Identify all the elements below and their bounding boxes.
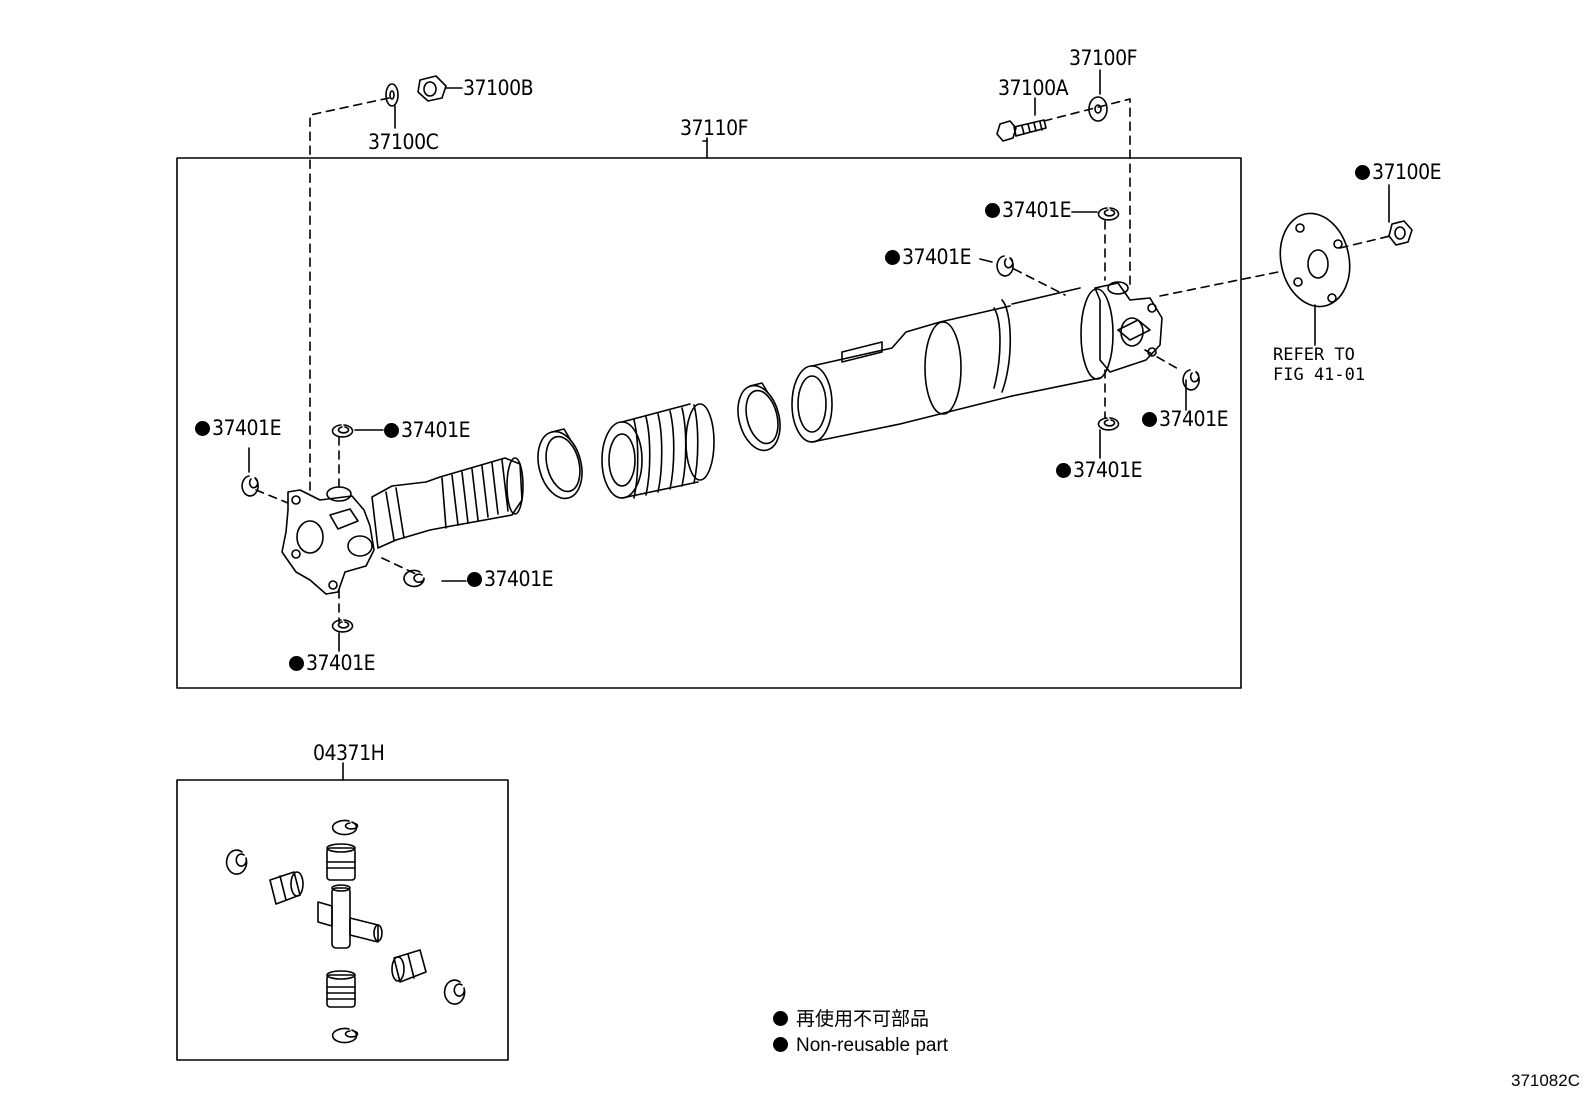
snap-ring xyxy=(1182,369,1200,391)
washer-37100C xyxy=(385,83,399,107)
legend-non-reusable-en: Non-reusable part xyxy=(773,1036,948,1055)
bearing-cup-left xyxy=(269,871,304,905)
boot-clamp-1 xyxy=(537,428,583,500)
leader-lines xyxy=(248,69,1390,781)
label-37110F: 37110F xyxy=(680,116,748,140)
label-37401E-front-right: 37401E xyxy=(467,569,554,590)
label-37100B: 37100B xyxy=(463,76,534,100)
snap-ring xyxy=(1097,417,1120,431)
label-37100E: 37100E xyxy=(1355,162,1442,183)
bearing-cup-bottom xyxy=(326,970,356,1008)
label-37401E-front-bottom: 37401E xyxy=(289,653,376,674)
assembly-frame-37110F xyxy=(176,157,1242,689)
bearing-cup-top xyxy=(326,843,356,881)
snap-rings-37401E xyxy=(241,207,1200,633)
snap-ring xyxy=(443,979,466,1005)
label-37401E-rear-top: 37401E xyxy=(985,200,1072,221)
figure-number: 371082C xyxy=(1510,1071,1580,1090)
label-37100F: 37100F xyxy=(1069,46,1137,70)
snap-ring xyxy=(241,475,259,497)
snap-ring xyxy=(225,849,248,875)
label-37401E-front-left: 37401E xyxy=(195,418,282,439)
label-04371H: 04371H xyxy=(313,741,385,765)
splined-slip-yoke xyxy=(371,457,524,549)
rubber-boot xyxy=(601,403,715,499)
washer-37100F xyxy=(1088,96,1108,122)
label-37100C: 37100C xyxy=(368,130,439,154)
propeller-tube xyxy=(791,287,1114,443)
nut-37100B xyxy=(417,75,447,102)
label-37401E-front-top: 37401E xyxy=(384,420,471,441)
label-37401E-rear-left: 37401E xyxy=(885,247,972,268)
front-flange-yoke xyxy=(281,486,375,595)
label-37401E-rear-right: 37401E xyxy=(1142,409,1229,430)
snap-ring xyxy=(331,619,354,633)
rear-flange-yoke xyxy=(1094,281,1163,373)
legend-non-reusable-jp: 再使用不可部品 xyxy=(773,1010,929,1029)
spider-kit-04371H xyxy=(225,819,466,1044)
boot-clamp-2 xyxy=(737,382,781,452)
snap-ring xyxy=(996,255,1014,277)
snap-ring xyxy=(403,569,425,588)
snap-ring xyxy=(331,819,359,836)
non-reusable-dot-icon xyxy=(773,1011,788,1026)
label-37100A: 37100A xyxy=(998,76,1069,100)
legend-jp-text: 再使用不可部品 xyxy=(796,1009,930,1030)
legend-en-text: Non-reusable part xyxy=(796,1035,949,1056)
refer-to-note: REFER TO FIG 41-01 xyxy=(1273,345,1366,385)
spider-cross xyxy=(317,884,383,949)
non-reusable-dot-icon xyxy=(773,1037,788,1052)
kit-frame-04371H xyxy=(176,779,509,1061)
bearing-cup-right xyxy=(391,949,427,983)
label-37401E-rear-bottom: 37401E xyxy=(1056,460,1143,481)
snap-ring xyxy=(331,1027,359,1044)
dashed-guides xyxy=(255,97,1391,623)
snap-ring xyxy=(331,424,354,438)
companion-flange xyxy=(1279,212,1351,308)
nut-37100E xyxy=(1388,220,1413,246)
bolt-37100A xyxy=(996,119,1047,142)
snap-ring xyxy=(1097,207,1120,221)
